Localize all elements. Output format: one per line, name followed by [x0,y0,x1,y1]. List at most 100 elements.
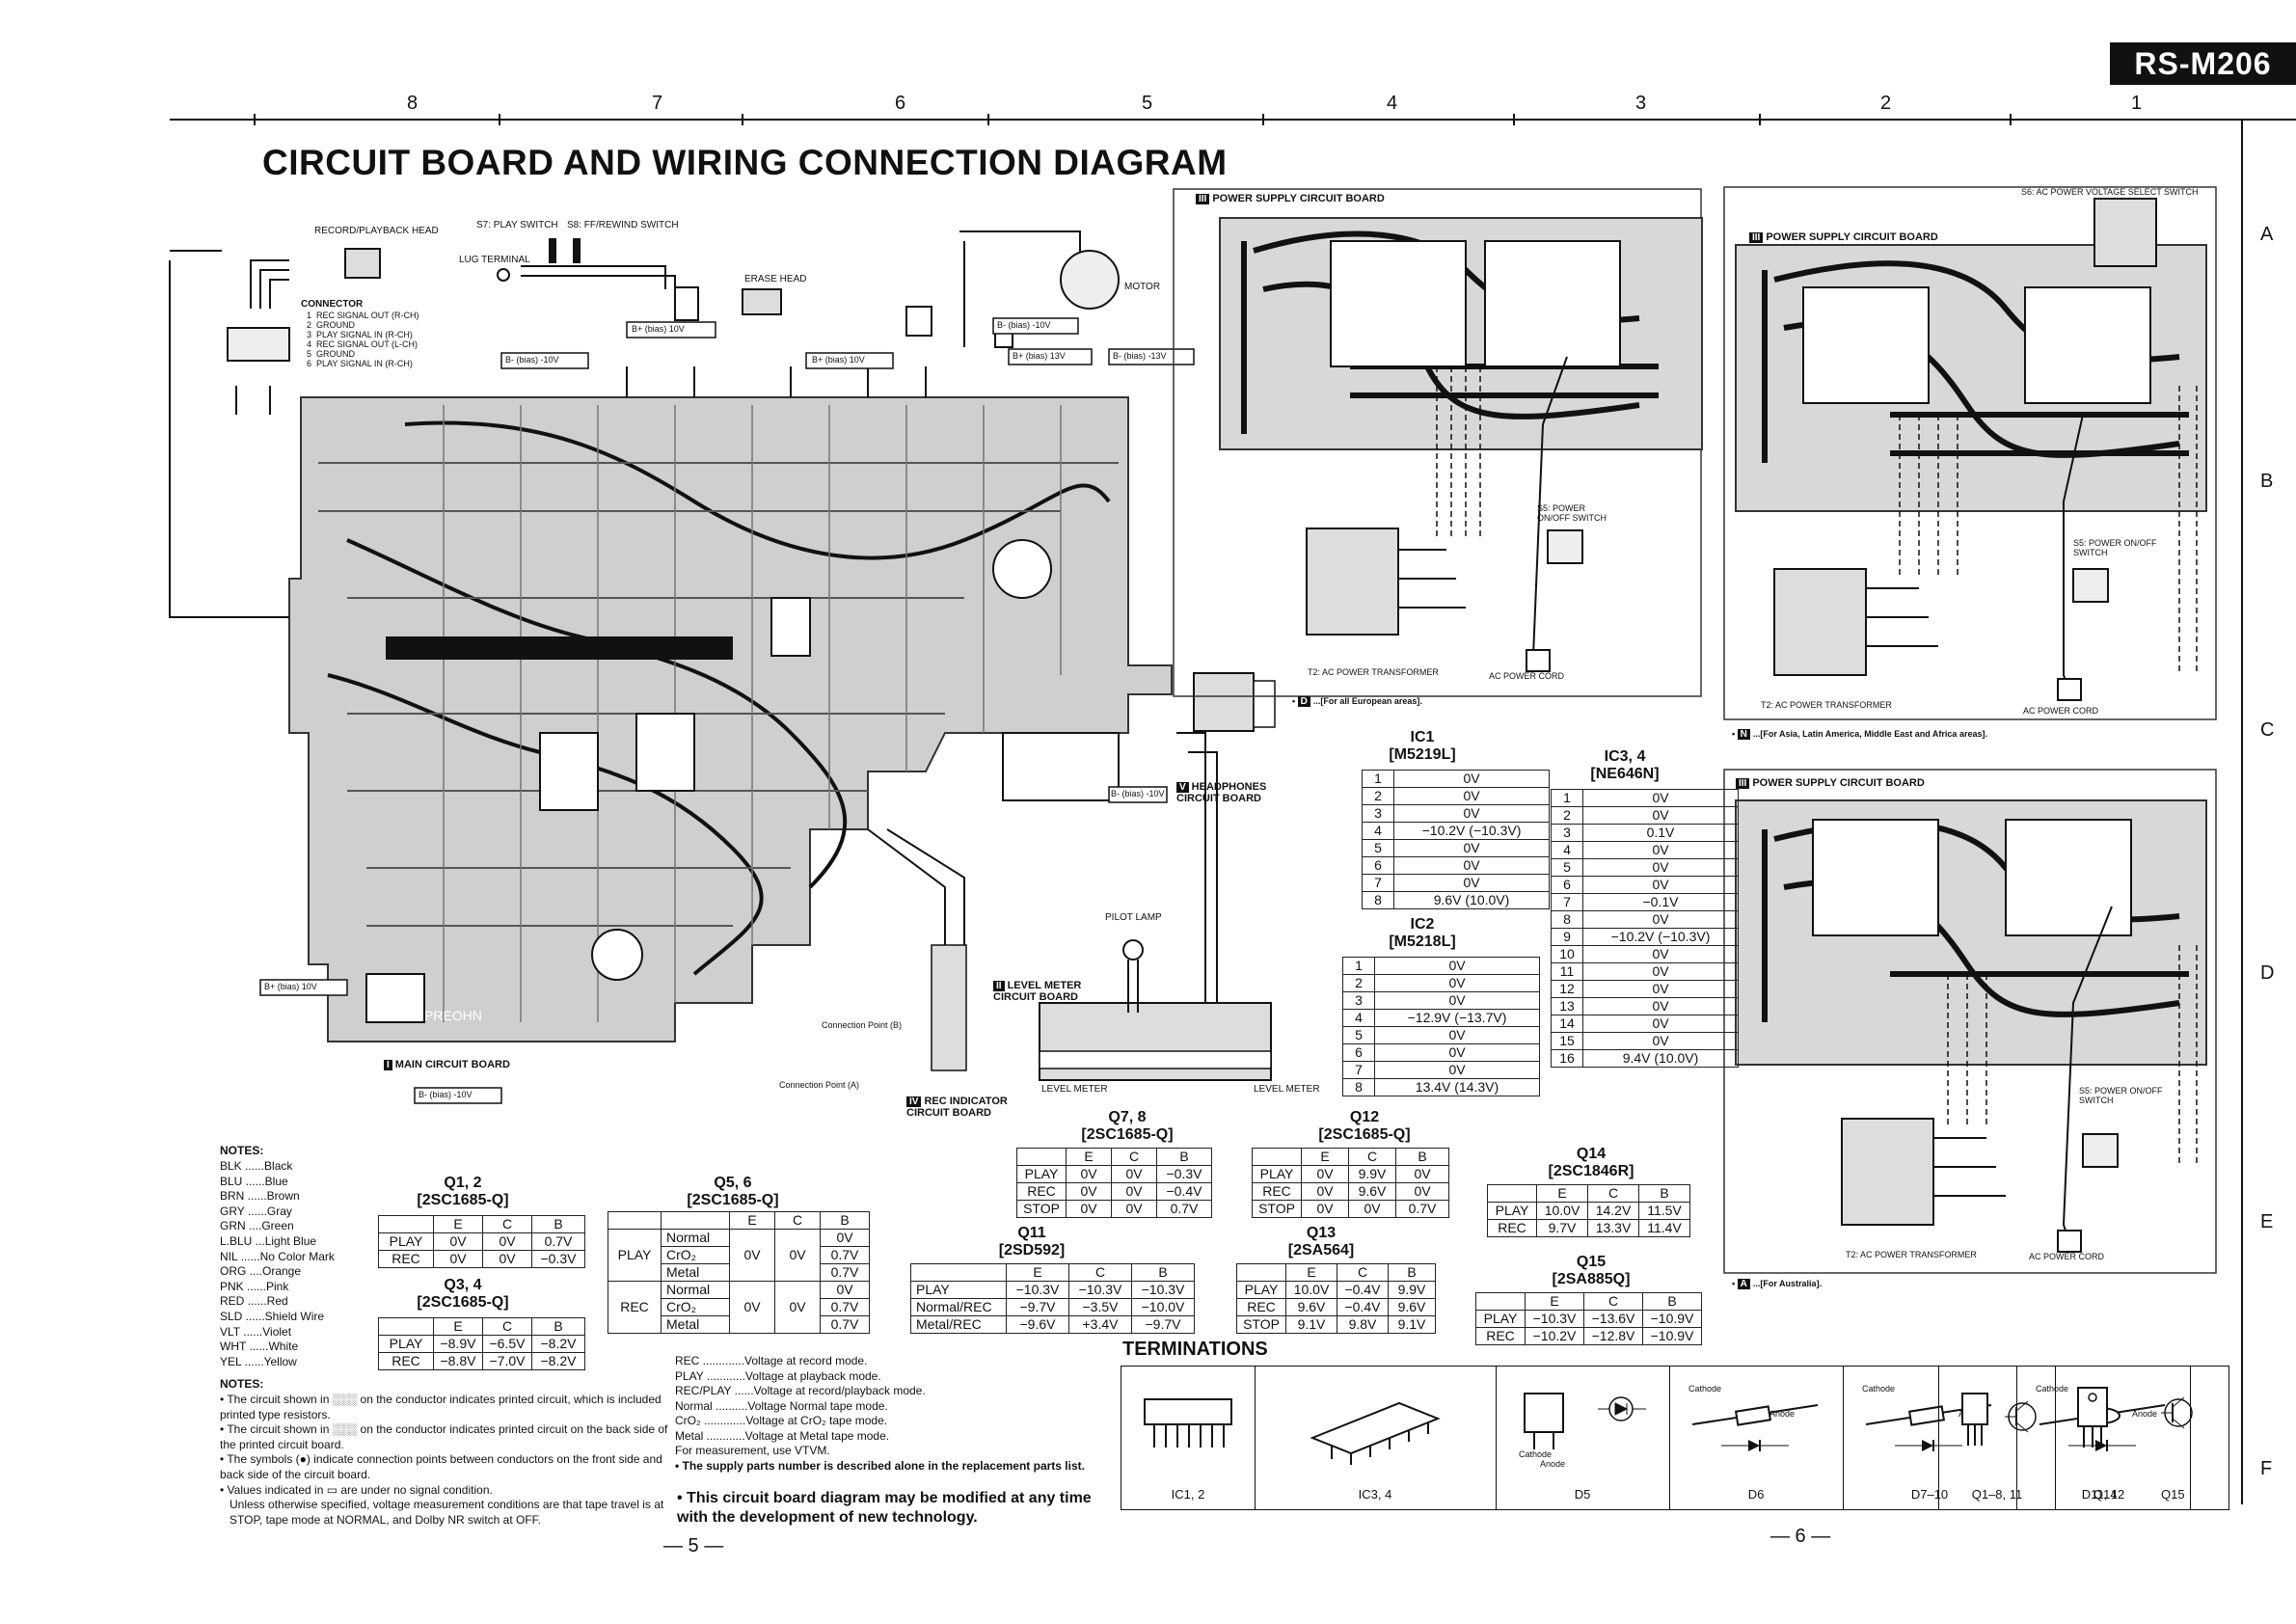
q15-title: Q15[2SA885Q] [1552,1254,1631,1287]
ic1-title: IC1[M5219L] [1389,729,1456,763]
table-row: PLAY−10.3V−10.3V−10.3V [910,1281,1195,1299]
color-code: PNK ......Pink [220,1279,289,1293]
color-code: SLD ......Shield Wire [220,1309,325,1323]
termination-label: Q14 [2093,1487,2118,1502]
anode-label: Anode [1540,1459,1566,1469]
svg-text:PREOHN: PREOHN [424,1008,482,1023]
termination-label: IC1, 2 [1171,1487,1205,1502]
bias-label: B+ (bias) 10V [264,982,317,991]
head-and-motor-drawing [169,230,1120,618]
diode-icon [1865,1404,1992,1451]
note-item: • The circuit shown in ░░░ on the conduc… [220,1393,662,1421]
termination-cell: Cathode Anode D5 [1496,1367,1670,1509]
ic-dip-icon [1310,1401,1441,1465]
voltage-mode-notes: REC .............Voltage at record mode.… [675,1354,1085,1474]
bias-label: B+ (bias) 13V [1013,351,1066,361]
transformer-label: T2: AC POWER TRANSFORMER [1308,667,1439,677]
voltage-note: CrO₂ .............Voltage at CrO₂ tape m… [675,1414,888,1427]
bias-label: B- (bias) -10V [1111,789,1165,798]
q13-title: Q13[2SA564] [1287,1225,1355,1259]
note-item: • The symbols (●) indicate connection po… [220,1452,662,1481]
level-meter-left-label: LEVEL METER [1041,1084,1108,1095]
diode-icon [1691,1404,1819,1451]
voltage-select-label: S6: AC POWER VOLTAGE SELECT SWITCH [2021,187,2199,197]
model-badge: RS-M206 [2110,42,2296,85]
pilot-lamp-label: PILOT LAMP [1105,912,1162,923]
power-cord-label: AC POWER CORD [2029,1252,2105,1261]
color-code: GRY ......Gray [220,1204,292,1218]
table-row: Metal/REC−9.6V+3.4V−9.7V [910,1315,1195,1334]
q12t-title: Q12[2SC1685-Q] [1318,1109,1411,1143]
voltage-note: REC .............Voltage at record mode. [675,1354,868,1367]
connector-title: CONNECTOR [301,299,364,310]
bias-label: B- (bias) -13V [1113,351,1167,361]
table-row: PLAY−8.9V−6.5V−8.2V [378,1335,585,1353]
color-code: YEL ......Yellow [220,1354,297,1368]
voltage-note: REC/PLAY ......Voltage at record/playbac… [675,1384,926,1397]
transformer-label: T2: AC POWER TRANSFORMER [1761,700,1892,710]
table-row: 7−0.1V [1551,893,1739,911]
termination-cell: IC3, 4 [1255,1367,1497,1509]
color-code: ORG ....Orange [220,1264,302,1279]
ic34-title: IC3, 4[NE646N] [1590,748,1660,782]
termination-label: Q1–8, 11 [1971,1487,2023,1502]
power-switch-label: S5: POWER ON/OFF SWITCH [2079,1086,2163,1105]
column-number-6: 6 [895,93,906,114]
q56-title: Q5, 6[2SC1685-Q] [687,1175,779,1208]
row-letter-a: A [2260,224,2274,245]
main-circuit-board-drawing: PREOHN [288,396,1173,1042]
termination-cell: Q1–8, 11 [1939,1367,2056,1509]
termination-cell: Q14 Q15 [2055,1367,2228,1509]
anode-label: Anode [2132,1409,2158,1419]
power-transistor-icon [2077,1387,2193,1448]
column-number-5: 5 [1142,93,1153,114]
transistor-terminations-box: Q1–8, 11 Q14 Q15 [1938,1366,2229,1510]
termination-label: D11, 12 [2081,1487,2125,1502]
color-code: BLK ......Black [220,1159,293,1173]
table-row: Normal/REC−9.7V−3.5V−10.0V [910,1298,1195,1316]
table-row: PLAY−10.3V−13.6V−10.9V [1475,1310,1702,1328]
lug-terminal-label: LUG TERMINAL [459,255,530,265]
modification-note: • This circuit board diagram may be modi… [677,1490,1092,1526]
power-cord-label: AC POWER CORD [2023,706,2099,716]
column-number-4: 4 [1387,93,1398,114]
color-code: GRN ....Green [220,1219,294,1233]
table-row: REC−10.2V−12.8V−10.9V [1475,1327,1702,1345]
voltage-note: Normal ..........Voltage Normal tape mod… [675,1398,888,1413]
voltage-note: PLAY ............Voltage at playback mod… [675,1368,881,1383]
notes-list: • The circuit shown in ░░░ on the conduc… [220,1393,673,1528]
bias-label: B+ (bias) 10V [632,324,685,334]
row-letter-f: F [2260,1458,2273,1479]
